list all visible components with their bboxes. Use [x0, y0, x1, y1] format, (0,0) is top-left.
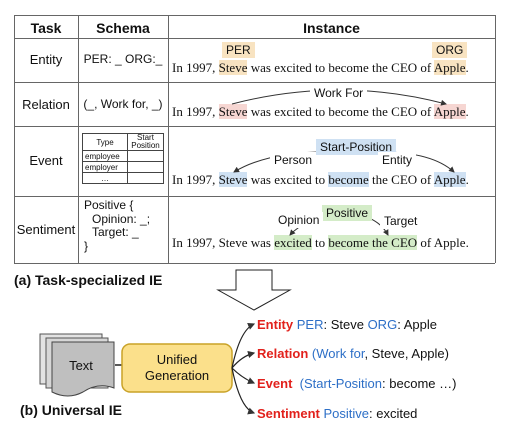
schema-relation: (_, Work for, _): [83, 97, 163, 111]
caption-b: (b) Universal IE: [20, 402, 122, 418]
label-per: PER: [222, 42, 255, 58]
col-line: [14, 15, 15, 263]
header-schema: Schema: [96, 20, 150, 36]
output-relation: Relation (Work for, Steve, Apple): [257, 346, 449, 361]
row-divider: [14, 82, 495, 83]
schema-event-h2: Start Position: [127, 133, 164, 151]
row-divider: [14, 196, 495, 197]
down-arrow-icon: [216, 269, 292, 311]
label-opinion: Opinion: [274, 212, 324, 228]
row-divider: [14, 126, 495, 127]
text-box-label: Text: [69, 358, 93, 373]
entity-apple: Apple: [433, 60, 466, 75]
header-instance: Instance: [303, 20, 360, 36]
schema-event-table: Type Start Position employee employer …: [82, 133, 164, 184]
task-sentiment: Sentiment: [16, 222, 76, 237]
unified-generation-label: Unified Generation: [144, 352, 210, 383]
output-event: Event (Start-Position: become …): [257, 376, 457, 391]
instance-event: In 1997, Steve was excited to become the…: [172, 172, 469, 187]
schema-event-r3: …: [82, 172, 128, 184]
table-top-border: [14, 15, 495, 16]
header-task: Task: [30, 20, 62, 36]
entity-steve: Steve: [218, 60, 248, 75]
table-bottom-border: [14, 263, 495, 264]
label-work-for: Work For: [310, 85, 368, 101]
label-org: ORG: [432, 42, 468, 58]
task-relation: Relation: [22, 97, 70, 112]
text-document-icon: [51, 341, 115, 397]
label-entity: Entity: [378, 152, 417, 168]
label-positive: Positive: [322, 205, 373, 221]
instance-relation: In 1997, Steve was excited to become the…: [172, 104, 469, 119]
schema-entity: PER: _ ORG:_: [83, 52, 163, 66]
output-sentiment: Sentiment Positive: excited: [257, 406, 418, 421]
label-target: Target: [380, 213, 422, 229]
col-line: [78, 15, 79, 263]
instance-entity: In 1997, Steve was excited to become the…: [172, 60, 469, 75]
task-event: Event: [29, 153, 63, 168]
schema-sentiment: Positive { Opinion: _; Target: _ }: [84, 198, 151, 253]
table-header-divider: [14, 38, 495, 39]
task-entity: Entity: [29, 52, 63, 67]
col-line: [168, 15, 169, 263]
label-start-position: Start-Position: [316, 139, 397, 155]
caption-a: (a) Task-specialized IE: [14, 272, 163, 288]
label-person: Person: [270, 152, 317, 168]
col-line: [495, 15, 496, 263]
output-entity: Entity PER: Steve ORG: Apple: [257, 317, 437, 332]
instance-sentiment: In 1997, Steve was excited to become the…: [172, 235, 469, 250]
